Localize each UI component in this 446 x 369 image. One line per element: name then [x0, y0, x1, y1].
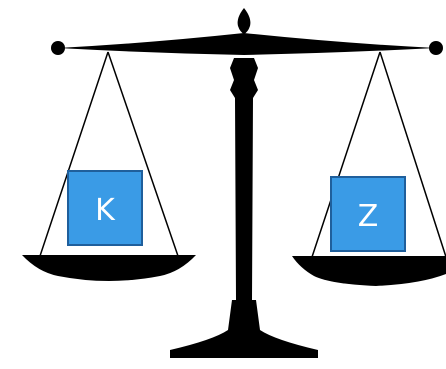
left-box-rect	[67, 170, 143, 246]
post-column	[230, 58, 258, 300]
right-box-rect	[330, 176, 406, 252]
beam-end-left	[51, 41, 65, 55]
right-string-outer	[379, 51, 446, 258]
right-pan-strings	[311, 51, 446, 258]
right-box-label: Z	[358, 199, 379, 234]
left-string-inner	[107, 51, 179, 257]
left-box-label: K	[95, 193, 116, 228]
post-base	[170, 300, 318, 358]
right-box: Z	[330, 176, 406, 252]
right-pan	[292, 256, 446, 286]
left-pan	[22, 255, 196, 281]
right-string-inner	[311, 51, 381, 258]
beam-end-right	[429, 41, 443, 55]
crossbeam	[51, 33, 443, 55]
left-box: K	[67, 170, 143, 246]
left-pan-strings	[39, 51, 179, 257]
beam-bar	[58, 33, 436, 55]
left-string-outer	[39, 51, 109, 257]
central-post	[170, 58, 318, 358]
finial	[237, 8, 251, 34]
